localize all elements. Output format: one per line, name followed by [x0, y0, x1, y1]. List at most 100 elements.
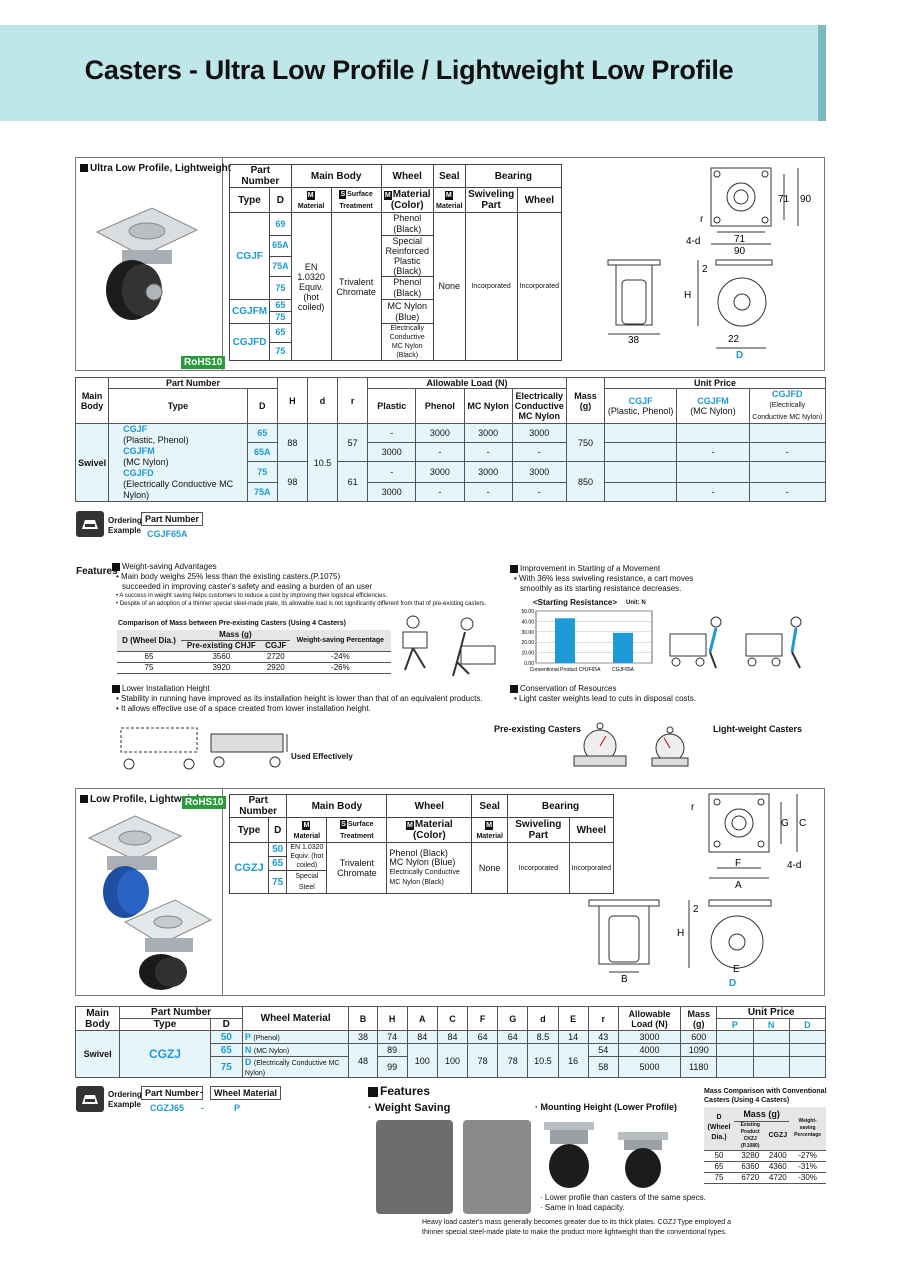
mt2-D: 65 [209, 1043, 243, 1057]
mt2-price [752, 1043, 790, 1057]
cart-height-illustration [120, 727, 288, 770]
mt1-price [604, 461, 678, 483]
dim-22: 22 [728, 334, 740, 345]
mt1-h-price: Unit Price [604, 377, 826, 389]
spec-d: 65A [269, 235, 292, 257]
mt2-D: 75 [209, 1056, 243, 1078]
mc-h-exist: Existing Product CKZJ (P.1080) [734, 1121, 767, 1151]
section2-label: Low Profile, Lightweight [80, 794, 206, 805]
dim2-D: D [729, 978, 736, 989]
mounting-height-photo [544, 1122, 668, 1188]
dim-38: 38 [628, 335, 640, 346]
mt2-h-col: F [467, 1006, 499, 1031]
features2-weight-saving: · Weight Saving [368, 1102, 451, 1114]
mt2-h-part-number: Part Number [119, 1006, 243, 1019]
mt1-plastic: - [367, 423, 417, 443]
mt1-phenol: - [415, 442, 465, 462]
lower-installation-block: Lower Installation Height • Stability in… [112, 684, 492, 714]
mt2-price [716, 1030, 754, 1044]
mt1-price [748, 423, 827, 443]
mt1-D: 65 [246, 423, 278, 443]
spec2-h-type: Type [228, 817, 270, 843]
ordering2-part-number-box: Part Number [141, 1086, 204, 1100]
dim-hole: 4-d [686, 236, 700, 247]
conservation-block: Conservation of Resources • Light caster… [510, 684, 810, 704]
chart-y-tick-label: 10.00 [521, 651, 534, 657]
phone-icon [76, 511, 104, 537]
chart-bar [613, 632, 633, 663]
mt1-h-D: D [246, 388, 278, 424]
mc-h-mass: Mass (g) [734, 1107, 790, 1122]
mc-h-pct: Weight-saving Percentage [789, 1107, 826, 1151]
spec-d: 65 [269, 323, 292, 343]
spec-h-wheel: Wheel [380, 164, 434, 188]
section2-rohs-badge: RoHS10 [182, 792, 227, 810]
mt2-h-type: Type [119, 1018, 211, 1031]
section1-label: Ultra Low Profile, Lightweight [80, 163, 231, 174]
mt2-E: 14 [557, 1030, 589, 1044]
mh-line: · Same in load capacity. [540, 1203, 625, 1212]
mt2-h-col: E [557, 1006, 589, 1031]
mt1-price: - [676, 442, 750, 462]
section1-photo-frame [75, 157, 223, 371]
comparison-table: D (Wheel Dia.) Mass (g) Weight-saving Pe… [117, 630, 391, 674]
chart-y-tick-label: 0.00 [524, 661, 534, 667]
chart-y-tick-label: 30.00 [521, 630, 534, 636]
mt2-E: 16 [557, 1043, 589, 1078]
mt1-price: - [676, 482, 750, 502]
mt1-h-part-number: Part Number [108, 377, 278, 389]
spec-h-swiveling: Swiveling Part [464, 187, 518, 213]
mt2-B: 48 [348, 1043, 378, 1078]
phone-icon [76, 1086, 104, 1112]
mt2-price [752, 1030, 790, 1044]
cmp-h-pct: Weight-saving Percentage [289, 630, 391, 652]
mt1-price [748, 461, 827, 483]
im-line: • With 36% less swiveling resistance, a … [514, 574, 694, 583]
dim2-H: H [677, 928, 684, 939]
li-line: • Stability in running have improved as … [116, 694, 483, 703]
mt2-price [788, 1056, 827, 1078]
mt2-B: 38 [348, 1030, 378, 1044]
spec2-wheels: Phenol (Black)MC Nylon (Blue)Electricall… [386, 842, 473, 894]
section1-dimension-drawing: 71 90 71 90 r 4-d 38 H 2 22 D [607, 167, 812, 361]
page-title: Casters - Ultra Low Profile / Lightweigh… [84, 55, 734, 85]
mt1-plastic: 3000 [367, 482, 417, 502]
mt2-A: 100 [406, 1043, 438, 1078]
mt1-D: 75 [246, 461, 278, 483]
chart-plot-area [535, 610, 653, 664]
dim-90-right: 90 [800, 194, 812, 205]
mt1-phenol: - [415, 482, 465, 502]
mt1-price [604, 482, 678, 502]
dim2-E: E [733, 964, 740, 975]
mc-cell: 2400 [766, 1150, 790, 1162]
cart-pushing-illustration [669, 616, 802, 669]
mt2-A: 84 [406, 1030, 438, 1044]
spec-h-main-body: Main Body [290, 164, 382, 188]
mt1-H: 88 [276, 423, 308, 462]
mt1-h-conductive: Electrically Conductive MC Nylon [511, 388, 567, 424]
mt1-price: - [748, 442, 827, 462]
cr-line: • Light caster weights lead to cuts in d… [514, 694, 697, 703]
mt2-G: 78 [497, 1043, 529, 1078]
mt2-type: CGZJ [119, 1030, 211, 1078]
comparison-title: Comparison of Mass between Pre-existing … [118, 620, 346, 627]
cmp-h-cgjf: CGJF [261, 640, 290, 652]
cmp-cell: 65 [117, 651, 181, 663]
spec-d: 75 [269, 276, 292, 300]
cmp-cell: -26% [289, 662, 391, 674]
spec-d: 75 [269, 311, 292, 324]
dim2-2: 2 [693, 904, 699, 915]
mt1-r: 61 [337, 461, 369, 502]
mt1-h-r: r [337, 377, 369, 424]
li-line: • It allows effective use of a space cre… [116, 704, 371, 713]
mt1-mass: 850 [565, 461, 606, 502]
mc-h-cgzj: CGZJ [766, 1121, 790, 1151]
ws-line: • Main body weighs 25% less than the exi… [116, 572, 341, 581]
spec2-h-seal-material: MMaterial [471, 817, 508, 843]
pre-casters-label: Pre-existing Casters [494, 724, 582, 734]
dim-D: D [736, 350, 743, 361]
mt1-mc: - [463, 482, 513, 502]
ws-line: • Despite of an adoption of a thinner sp… [116, 601, 487, 607]
